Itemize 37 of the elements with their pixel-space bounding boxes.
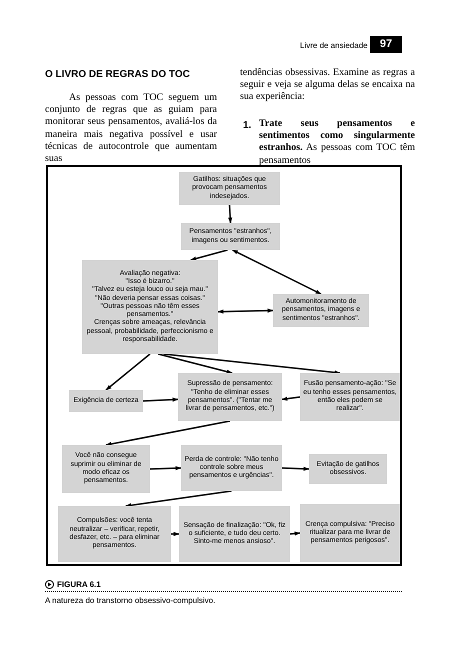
arrow [171, 532, 180, 536]
arrow [106, 353, 150, 391]
process-box [273, 294, 369, 327]
figure-label: FIGURA 6.1 [57, 579, 101, 591]
body-paragraph: tendências obsessivas. Examine as regras a seguir e veja se alguma delas se encaixa na sua experiência: [240, 67, 415, 104]
running-header: Livre de ansiedade [300, 40, 368, 52]
process-box [181, 223, 280, 250]
process-box [179, 506, 290, 562]
figure-caption: A natureza do transtorno obsessivo-compulsivo. [45, 595, 216, 607]
arrow [190, 249, 228, 261]
arrow [290, 531, 301, 536]
process-box [62, 445, 150, 493]
process-box [309, 454, 387, 484]
section-heading: O LIVRO DE REGRAS DO TOC [45, 68, 190, 82]
arrow [281, 396, 300, 401]
process-box [300, 504, 400, 562]
process-box [300, 373, 400, 421]
process-box [69, 390, 143, 412]
process-box [178, 373, 282, 421]
arrow [105, 420, 230, 446]
arrow [142, 398, 179, 402]
process-box [58, 506, 171, 562]
process-box [181, 445, 282, 491]
arrow [217, 308, 274, 314]
list-number: 1. [243, 119, 252, 133]
process-box [179, 172, 280, 205]
arrow [228, 204, 232, 224]
list-item-text: Trate seus pensamentos e sentimentos como singularmente estranhos. As pessoas com TOC têm pensamentos [259, 118, 415, 167]
arrow [158, 353, 233, 374]
process-box [82, 260, 218, 354]
body-paragraph: As pessoas com TOC seguem um conjunto de regras que as guiam para monitorar seus pensamentos, avaliá-los da maneira mais negativa possível e usar técnicas de autocontrole que aumentam suas [45, 92, 217, 166]
arrow [232, 249, 322, 295]
arrow [125, 490, 232, 508]
arrow [150, 466, 182, 470]
page-number: 97 [370, 36, 402, 53]
arrow [164, 353, 341, 374]
arrow [282, 466, 310, 471]
